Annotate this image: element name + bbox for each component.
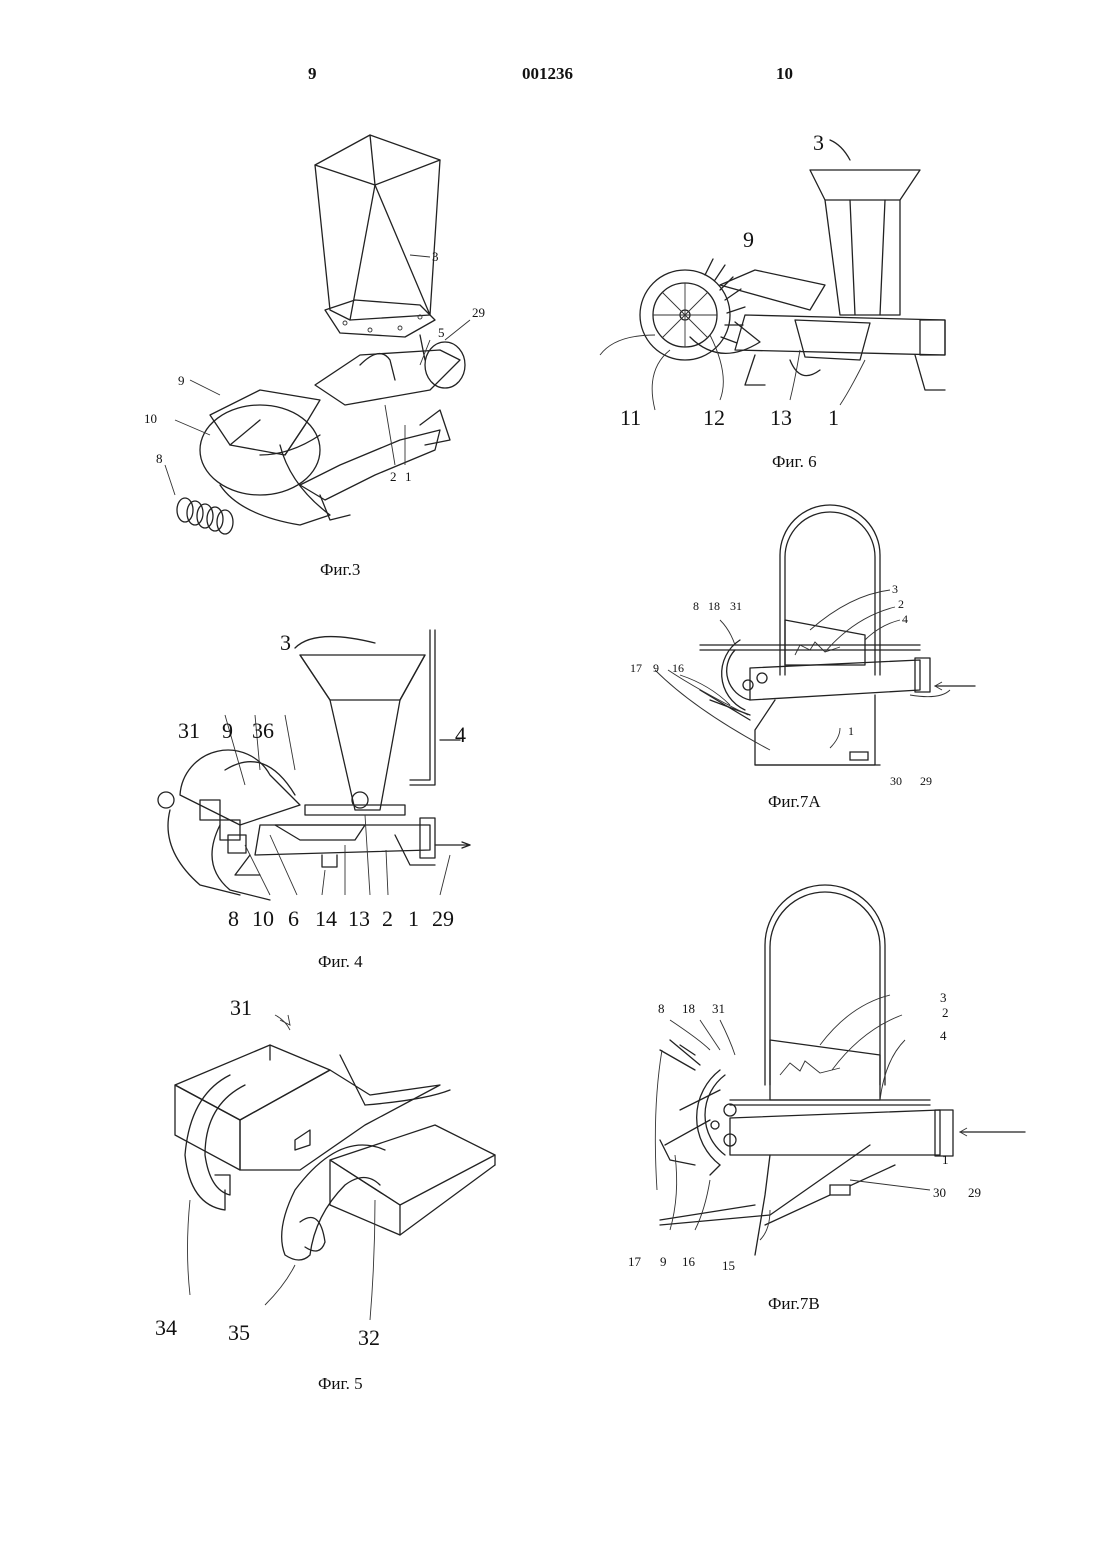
fig6-label-12: 12 bbox=[703, 405, 725, 430]
fig7a-label-29: 29 bbox=[920, 774, 932, 788]
fig6-label-11: 11 bbox=[620, 405, 641, 430]
fig4-label-31: 31 bbox=[178, 718, 200, 743]
figure-4-drawing: 3 4 31 9 36 8 10 6 14 13 2 1 29 bbox=[150, 620, 490, 935]
fig6-label-1: 1 bbox=[828, 405, 839, 430]
fig3-label-29: 29 bbox=[472, 305, 485, 320]
fig3-label-3: 3 bbox=[432, 249, 439, 264]
fig4-label-29: 29 bbox=[432, 906, 454, 931]
fig4-label-36: 36 bbox=[252, 718, 274, 743]
fig7b-label-17: 17 bbox=[628, 1254, 642, 1269]
fig4-label-2: 2 bbox=[382, 906, 393, 931]
fig7b-label-9: 9 bbox=[660, 1254, 667, 1269]
fig4-label-9: 9 bbox=[222, 718, 233, 743]
fig7b-label-30: 30 bbox=[933, 1185, 946, 1200]
fig5-label-34: 34 bbox=[155, 1315, 177, 1340]
fig7a-label-8: 8 bbox=[693, 599, 699, 613]
fig3-label-8: 8 bbox=[156, 451, 163, 466]
figure-5-drawing: 31 34 35 32 bbox=[150, 990, 510, 1360]
fig6-label-9: 9 bbox=[743, 227, 754, 252]
fig7b-label-15: 15 bbox=[722, 1258, 735, 1273]
fig7a-label-17: 17 bbox=[630, 661, 642, 675]
fig7a-label-18: 18 bbox=[708, 599, 720, 613]
fig4-label-1: 1 bbox=[408, 906, 419, 931]
fig7b-label-18: 18 bbox=[682, 1001, 695, 1016]
fig7b-label-8: 8 bbox=[658, 1001, 665, 1016]
fig5-label-32: 32 bbox=[358, 1325, 380, 1350]
fig7a-label-2: 2 bbox=[898, 597, 904, 611]
fig3-label-10: 10 bbox=[144, 411, 157, 426]
figure-4-caption: Фиг. 4 bbox=[318, 952, 363, 972]
figure-3-caption: Фиг.3 bbox=[320, 560, 360, 580]
figure-3-drawing: 3 29 5 9 10 8 2 1 bbox=[130, 125, 520, 550]
fig4-label-10: 10 bbox=[252, 906, 274, 931]
fig5-label-35: 35 bbox=[228, 1320, 250, 1345]
page-number-right: 10 bbox=[776, 64, 793, 84]
fig7b-label-16: 16 bbox=[682, 1254, 696, 1269]
document-number: 001236 bbox=[522, 64, 573, 84]
fig7b-label-1: 1 bbox=[942, 1152, 949, 1167]
fig4-label-14: 14 bbox=[315, 906, 337, 931]
figure-6-drawing: 3 9 11 12 13 1 bbox=[595, 125, 970, 430]
fig3-label-1: 1 bbox=[405, 469, 412, 484]
fig7a-label-3: 3 bbox=[892, 582, 898, 596]
fig4-label-8: 8 bbox=[228, 906, 239, 931]
figure-7b-drawing: 3 2 4 8 18 31 1 29 30 17 9 16 15 bbox=[620, 880, 1040, 1280]
fig6-label-3: 3 bbox=[813, 130, 824, 155]
fig7b-label-4: 4 bbox=[940, 1028, 947, 1043]
fig7a-label-31: 31 bbox=[730, 599, 742, 613]
page-number-left: 9 bbox=[308, 64, 317, 84]
fig7b-label-31: 31 bbox=[712, 1001, 725, 1016]
fig7a-label-16: 16 bbox=[672, 661, 684, 675]
figure-6-caption: Фиг. 6 bbox=[772, 452, 817, 472]
fig7b-label-2: 2 bbox=[942, 1005, 949, 1020]
fig7a-label-30: 30 bbox=[890, 774, 902, 788]
fig3-label-5: 5 bbox=[438, 325, 445, 340]
fig4-label-6: 6 bbox=[288, 906, 299, 931]
fig7a-label-9: 9 bbox=[653, 661, 659, 675]
fig4-label-13: 13 bbox=[348, 906, 370, 931]
fig5-label-31: 31 bbox=[230, 995, 252, 1020]
fig4-label-3: 3 bbox=[280, 630, 291, 655]
fig3-label-2: 2 bbox=[390, 469, 397, 484]
fig4-label-4: 4 bbox=[455, 722, 466, 747]
figure-7a-caption: Фиг.7А bbox=[768, 792, 821, 812]
fig7b-label-29: 29 bbox=[968, 1185, 981, 1200]
fig7b-label-3: 3 bbox=[940, 990, 947, 1005]
fig7a-label-4: 4 bbox=[902, 612, 908, 626]
fig6-label-13: 13 bbox=[770, 405, 792, 430]
figure-5-caption: Фиг. 5 bbox=[318, 1374, 363, 1394]
figure-7a-drawing: 3 8 18 31 2 4 17 9 16 1 30 29 bbox=[620, 490, 1000, 780]
fig3-label-9: 9 bbox=[178, 373, 185, 388]
figure-7b-caption: Фиг.7В bbox=[768, 1294, 820, 1314]
fig7a-label-1: 1 bbox=[848, 724, 854, 738]
